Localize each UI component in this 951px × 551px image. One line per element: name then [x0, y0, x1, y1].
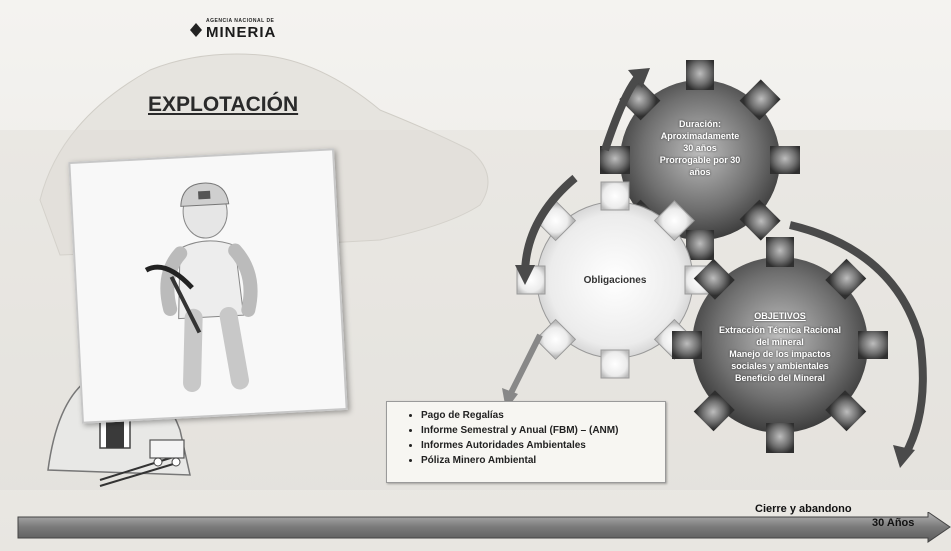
gear-obligations-label: Obligaciones: [583, 275, 647, 286]
objectives-heading: OBJETIVOS: [754, 311, 806, 321]
gear-objectives: [672, 237, 888, 453]
logo-title: MINERIA: [206, 24, 277, 41]
cycle-arrows: [502, 68, 927, 468]
miner-figure-icon: [144, 182, 258, 392]
list-item: Informe Semestral y Anual (FBM) – (ANM): [421, 423, 665, 438]
diamond-logo-icon: [190, 22, 202, 37]
obligations-list: Pago de Regalías Informe Semestral y Anu…: [386, 401, 666, 483]
gears-diagram: [502, 60, 927, 468]
objectives-item: Extracción Técnica Racional del mineral: [718, 325, 842, 347]
duration-line: 30 años: [683, 143, 717, 153]
gear-duration-text: Duración: Aproximadamente 30 años Prorro…: [635, 118, 765, 178]
page-title: EXPLOTACIÓN: [148, 93, 299, 116]
objectives-item: Manejo de los impactos sociales y ambien…: [729, 349, 831, 371]
timeline-end-label: Cierre y abandono: [755, 503, 852, 515]
list-item: Informes Autoridades Ambientales: [421, 438, 665, 453]
gear-objectives-text: OBJETIVOS Extracción Técnica Racional de…: [715, 310, 845, 384]
duration-line: Prorrogable por 30: [659, 155, 741, 165]
anm-logo: AGENCIA NACIONAL DE MINERIA: [190, 18, 276, 41]
duration-heading: Duración:: [678, 119, 721, 129]
duration-line: años: [689, 167, 711, 177]
objectives-item: Beneficio del Mineral: [734, 373, 826, 383]
miner-picture: [68, 148, 348, 424]
list-item: Póliza Minero Ambiental: [421, 453, 665, 468]
gear-duration: [600, 60, 800, 260]
list-item: Pago de Regalías: [421, 408, 665, 423]
timeline-arrow: [17, 512, 951, 543]
duration-line: Aproximadamente: [660, 131, 740, 141]
timeline-duration-label: 30 Años: [872, 517, 915, 529]
logo-subtitle: AGENCIA NACIONAL DE: [206, 18, 275, 24]
